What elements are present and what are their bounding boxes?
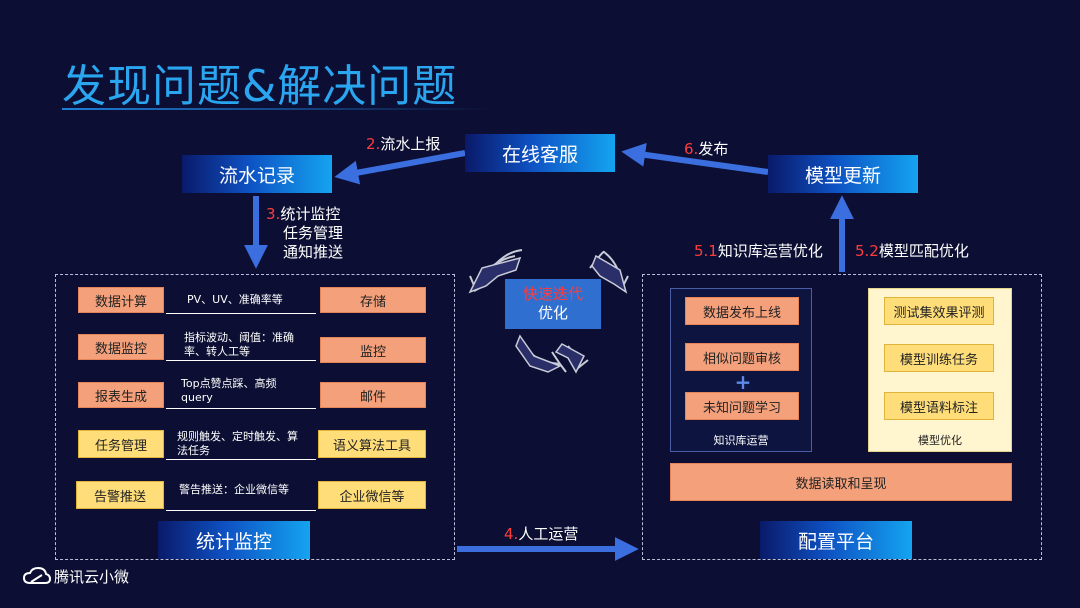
- kb-ops-caption: 知识库运营: [713, 434, 769, 447]
- cycle-arrow-right-icon: [591, 254, 628, 294]
- cycle-arrow-bottom-right-icon: [554, 343, 585, 374]
- model-item-0: 测试集效果评测: [884, 297, 994, 325]
- node-config-platform: 配置平台: [760, 521, 912, 559]
- edge-text-model-opt: 模型匹配优化: [878, 242, 969, 260]
- stat-row-note-4: 警告推送：企业微信等: [179, 483, 289, 496]
- node-model-update: 模型更新: [768, 155, 918, 193]
- kb-item-2: 未知问题学习: [685, 392, 799, 420]
- node-stat-monitor: 统计监控: [158, 521, 310, 559]
- cycle-text-1: 快速迭代: [522, 285, 583, 303]
- edge-num-report: 2.: [366, 135, 381, 153]
- title-underline: [62, 108, 492, 110]
- stat-row-right-2: 邮件: [320, 382, 426, 408]
- node-flow-record: 流水记录: [182, 155, 332, 193]
- stat-row-left-4: 告警推送: [76, 481, 164, 509]
- edge-text-kb-opt: 知识库运营优化: [717, 242, 823, 260]
- stat-row-line-1: [166, 360, 316, 361]
- stat-row-left-3: 任务管理: [78, 430, 164, 458]
- edge-num-manual: 4.: [504, 525, 519, 543]
- logo-text: 腾讯云小微: [54, 568, 130, 586]
- edge-label-stat: 3.统计监控 任务管理 通知推送: [266, 205, 343, 262]
- stat-row-left-2: 报表生成: [78, 382, 164, 408]
- cycle-text-2: 优化: [537, 304, 568, 322]
- stat-row-left-1: 数据监控: [78, 334, 164, 360]
- kb-item-1: 相似问题审核: [685, 343, 799, 371]
- edge-label-model-opt: 5.2模型匹配优化: [855, 242, 969, 261]
- edge-num-stat: 3.: [266, 205, 281, 223]
- edge-text-report: 流水上报: [380, 135, 441, 153]
- edge-text-manual: 人工运营: [518, 525, 579, 543]
- cloud-icon: [22, 566, 52, 584]
- stat-row-note-2: Top点赞点踩、高频query: [181, 377, 277, 404]
- arrow-publish: [621, 142, 769, 175]
- stat-row-right-4: 企业微信等: [318, 481, 426, 509]
- edge-num-model-opt: 5.2: [855, 242, 879, 260]
- model-opt-caption: 模型优化: [918, 434, 962, 447]
- stat-row-right-0: 存储: [320, 287, 426, 313]
- edge-num-publish: 6.: [684, 140, 699, 158]
- node-online-service: 在线客服: [465, 134, 615, 172]
- stat-row-note-3: 规则触发、定时触发、算法任务: [177, 430, 298, 457]
- arrow-report-flow: [334, 150, 466, 185]
- cycle-arrow-left-icon: [468, 256, 522, 294]
- stat-row-line-4: [166, 510, 316, 511]
- edge-text-stat-3: 通知推送: [283, 243, 344, 261]
- stat-row-note-0: PV、UV、准确率等: [187, 293, 283, 306]
- stat-row-left-0: 数据计算: [78, 287, 164, 313]
- stat-row-line-3: [166, 459, 316, 460]
- model-item-2: 模型语料标注: [884, 392, 994, 420]
- edge-label-kb-opt: 5.1知识库运营优化: [694, 242, 823, 261]
- edge-text-stat-1: 统计监控: [280, 205, 341, 223]
- stat-row-right-3: 语义算法工具: [318, 430, 426, 458]
- stat-row-right-1: 监控: [320, 337, 426, 363]
- edge-num-kb-opt: 5.1: [694, 242, 718, 260]
- stat-monitor-panel: [55, 274, 455, 560]
- cycle-arrow-bottom-left-icon: [515, 334, 562, 373]
- kb-item-0: 数据发布上线: [685, 297, 799, 325]
- data-read-bar: 数据读取和呈现: [670, 463, 1012, 501]
- config-platform-panel: [642, 274, 1042, 560]
- model-item-1: 模型训练任务: [884, 344, 994, 372]
- edge-text-stat-2: 任务管理: [283, 224, 344, 242]
- edge-label-manual: 4.人工运营: [504, 525, 578, 544]
- page-title: 发现问题&解决问题: [62, 61, 458, 112]
- edge-text-publish: 发布: [698, 140, 729, 158]
- stat-row-line-2: [166, 408, 316, 409]
- cycle-box: 快速迭代 优化: [505, 279, 601, 329]
- edge-label-report: 2.流水上报: [366, 135, 440, 154]
- edge-label-publish: 6.发布: [684, 140, 728, 159]
- stat-row-line-0: [166, 313, 316, 314]
- stat-row-note-1: 指标波动、阈值：准确率、转人工等: [184, 331, 294, 358]
- plus-icon: +: [734, 370, 752, 394]
